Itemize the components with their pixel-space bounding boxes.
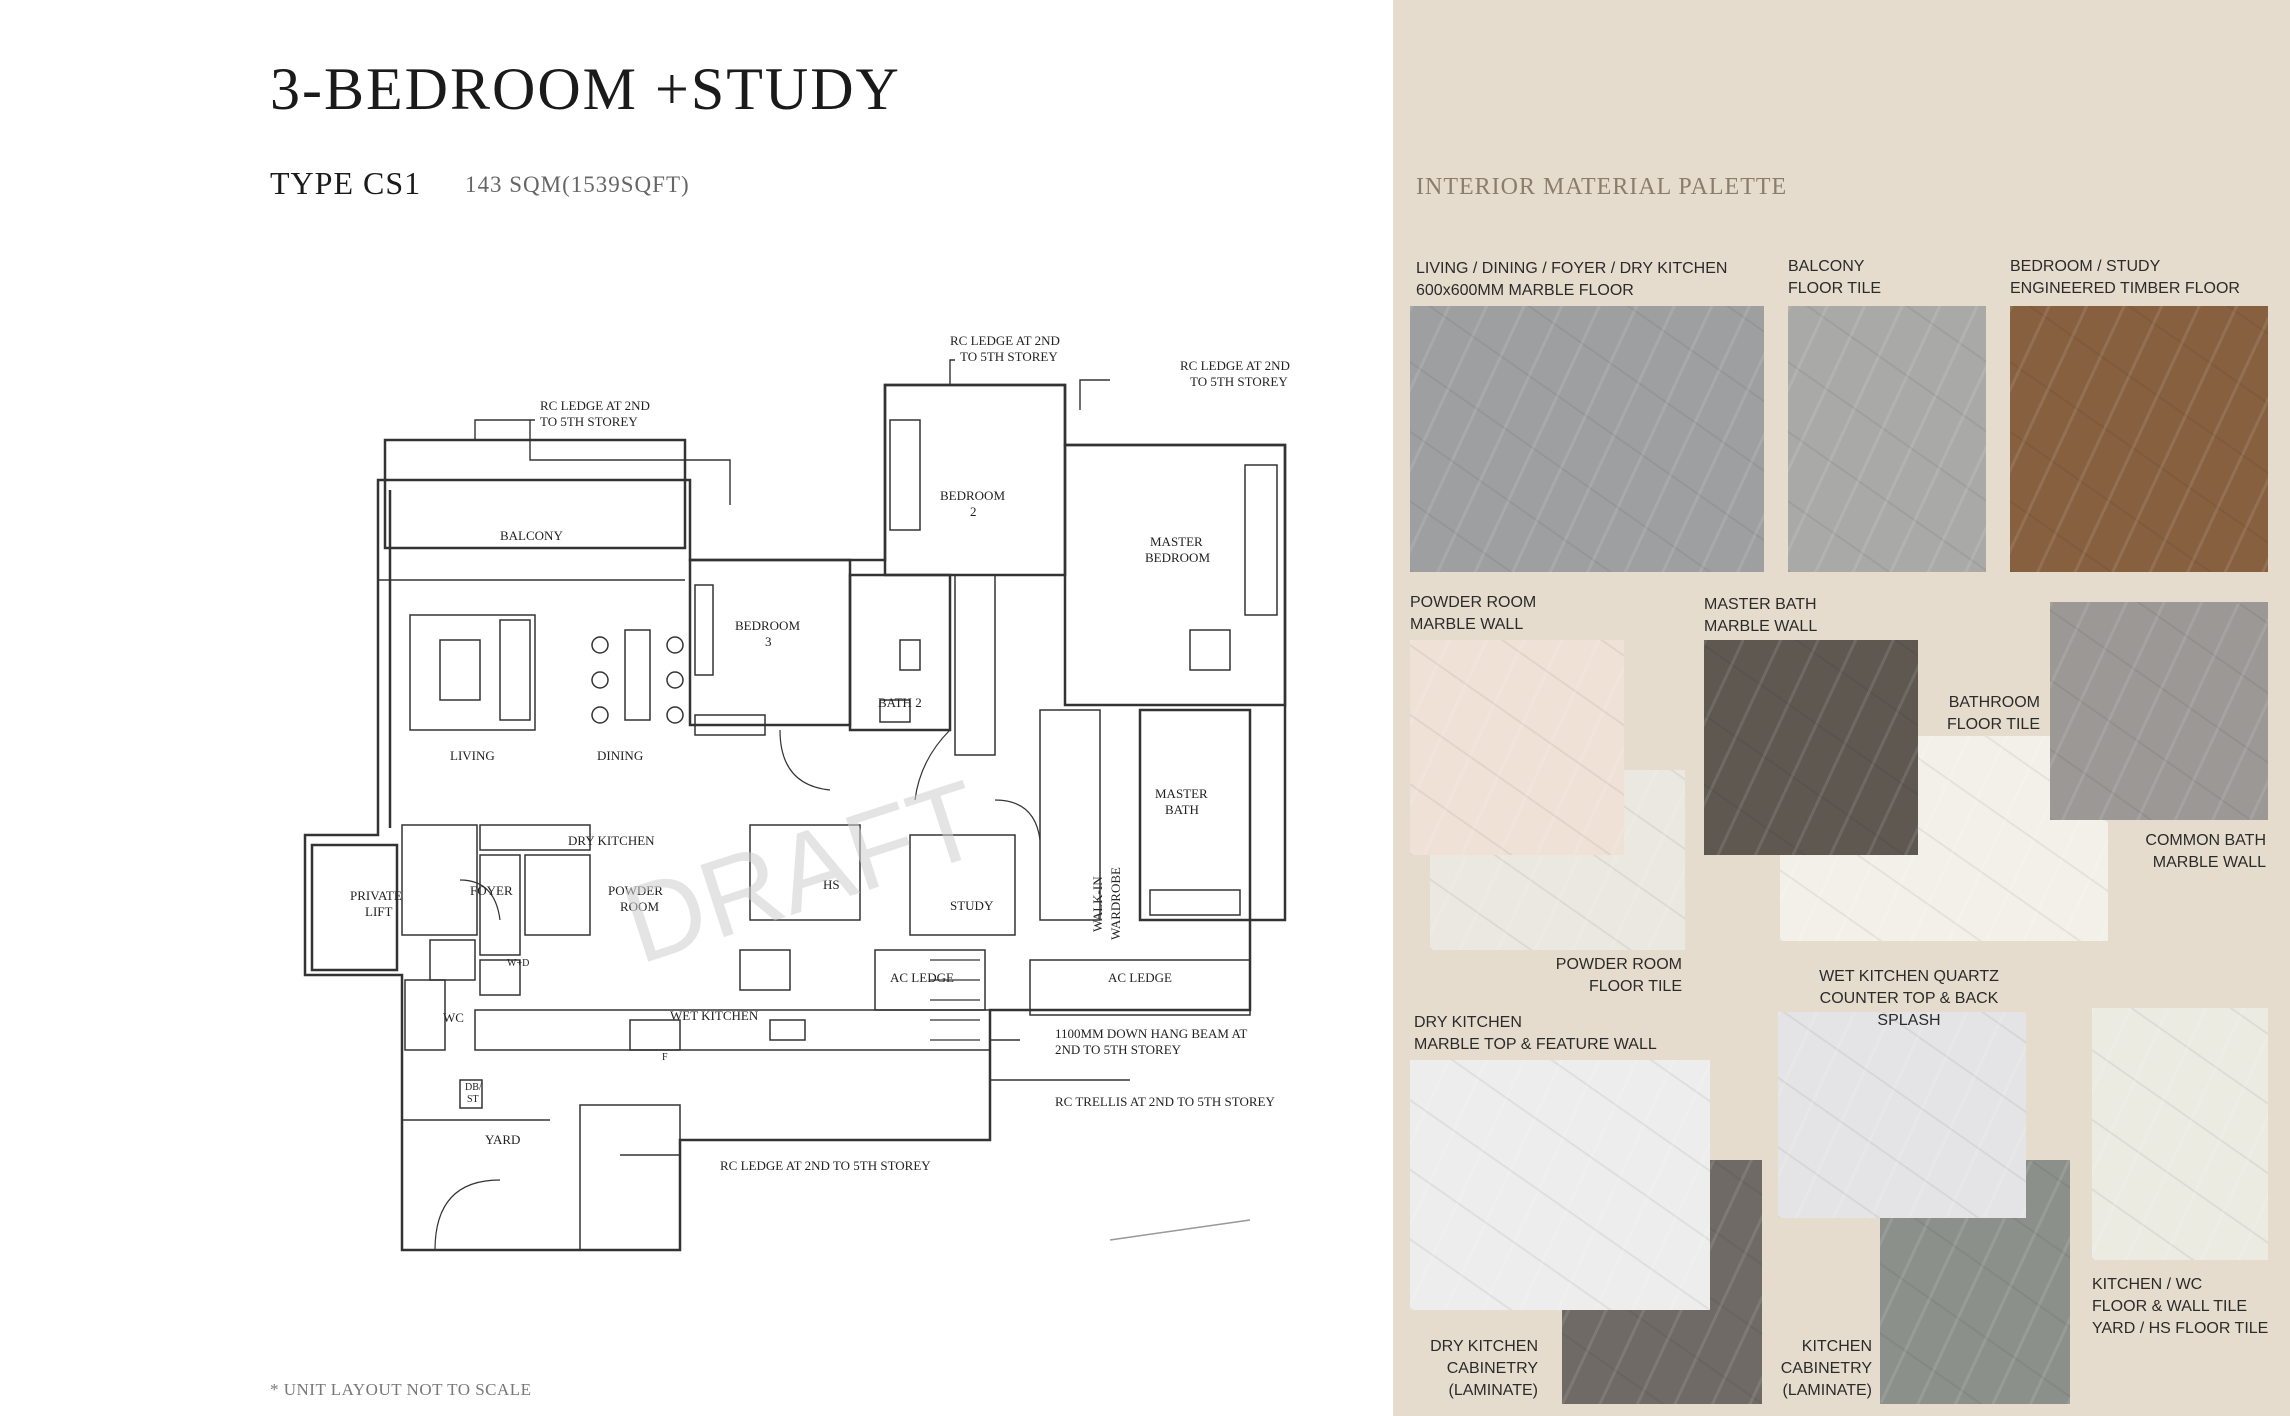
- room-master: MASTER: [1150, 534, 1203, 549]
- callout-rc-bottom: RC LEDGE AT 2ND TO 5TH STOREY: [720, 1158, 931, 1173]
- swatch-common-bath-wall: [2050, 602, 2268, 820]
- callout-beam-b: 2ND TO 5TH STOREY: [1055, 1042, 1182, 1057]
- label-dbst-b: ST: [467, 1094, 479, 1105]
- swatch-wet-kitchen-quartz: [1778, 1012, 2026, 1218]
- room-study: STUDY: [950, 898, 994, 913]
- room-ac-ledge-1: AC LEDGE: [890, 970, 954, 985]
- room-foyer: FOYER: [470, 883, 513, 898]
- room-wet-kitchen: WET KITCHEN: [670, 1008, 759, 1023]
- room-bedroom2-num: 2: [970, 504, 977, 519]
- swatch-timber-floor: [2010, 306, 2268, 572]
- room-hs: HS: [823, 877, 840, 892]
- swatch-kitchen-wc-tile: [2092, 1008, 2268, 1260]
- room-private-lift: PRIVATE: [350, 888, 402, 903]
- footnote: * UNIT LAYOUT NOT TO SCALE: [270, 1380, 532, 1399]
- callout-rc-ledge-1b: TO 5TH STOREY: [540, 414, 638, 429]
- callout-rc-ledge-3b: TO 5TH STOREY: [1190, 374, 1288, 389]
- label-wd: W+D: [507, 958, 529, 969]
- draft-watermark: DRAFT: [609, 757, 996, 987]
- callout-trellis: RC TRELLIS AT 2ND TO 5TH STOREY: [1055, 1094, 1275, 1109]
- floor-plan-panel: 3-BEDROOM +STUDY TYPE CS1 143 SQM(1539SQ…: [270, 56, 1290, 1399]
- callout-rc-ledge-1: RC LEDGE AT 2ND: [540, 398, 650, 413]
- callout-rc-ledge-2b: TO 5TH STOREY: [960, 349, 1058, 364]
- room-dry-kitchen: DRY KITCHEN: [568, 833, 655, 848]
- label-fridge: F: [662, 1052, 668, 1063]
- room-bedroom3: BEDROOM: [735, 618, 800, 633]
- room-walkin-b: WARDROBE: [1108, 867, 1123, 940]
- swatch-balcony-tile: [1788, 306, 1986, 572]
- room-dining: DINING: [597, 748, 643, 763]
- room-walkin: WALK-IN: [1090, 876, 1105, 932]
- room-bath2: BATH 2: [878, 695, 922, 710]
- room-master-bath-b: BATH: [1165, 802, 1199, 817]
- callout-rc-ledge-3: RC LEDGE AT 2ND: [1180, 358, 1290, 373]
- page-title: 3-BEDROOM +STUDY: [270, 56, 901, 122]
- room-powder: POWDER: [608, 883, 663, 898]
- room-bedroom3-num: 3: [765, 634, 772, 649]
- swatch-dry-kitchen-marble: [1410, 1060, 1710, 1310]
- unit-type: TYPE CS1: [270, 165, 422, 201]
- room-private-lift-b: LIFT: [365, 904, 393, 919]
- room-ac-ledge-2: AC LEDGE: [1108, 970, 1172, 985]
- swatch-powder-wall: [1410, 640, 1624, 855]
- room-master-b: BEDROOM: [1145, 550, 1210, 565]
- room-yard: YARD: [485, 1132, 520, 1147]
- swatch-living-marble: [1410, 306, 1764, 572]
- room-balcony: BALCONY: [500, 528, 563, 543]
- room-living: LIVING: [450, 748, 495, 763]
- floor-plan-drawing: RC LEDGE AT 2ND TO 5TH STOREY RC LEDGE A…: [303, 333, 1290, 1252]
- label-dbst: DB/: [465, 1082, 482, 1093]
- swatch-master-bath-wall: [1704, 640, 1918, 855]
- room-master-bath: MASTER: [1155, 786, 1208, 801]
- room-wc: WC: [443, 1010, 464, 1025]
- palette-title: INTERIOR MATERIAL PALETTE: [1416, 174, 1788, 200]
- room-bedroom2: BEDROOM: [940, 488, 1005, 503]
- room-powder-b: ROOM: [620, 899, 659, 914]
- callout-rc-ledge-2: RC LEDGE AT 2ND: [950, 333, 1060, 348]
- callout-beam: 1100MM DOWN HANG BEAM AT: [1055, 1026, 1247, 1041]
- unit-area: 143 SQM(1539SQFT): [465, 172, 690, 197]
